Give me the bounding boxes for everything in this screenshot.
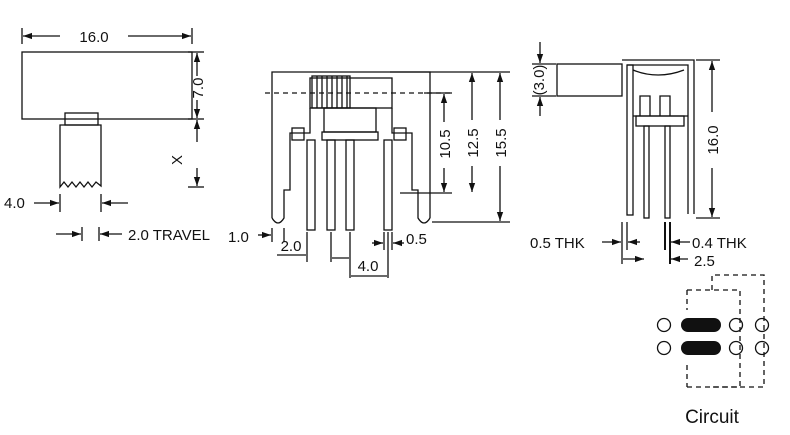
circuit-terminal-2c: [754, 340, 770, 356]
side-pin-2: [664, 125, 671, 219]
side-left-leg: [626, 64, 634, 216]
side-base: [635, 115, 685, 127]
circuit-terminal-1c: [754, 317, 770, 333]
dim-16s-label: 16.0: [705, 125, 722, 154]
dim-2-label: 2.0: [281, 238, 302, 255]
side-knob: [556, 63, 623, 97]
dim-2-5-label: 2.5: [694, 253, 715, 270]
circuit-terminal-2b: [728, 340, 744, 356]
front-knob: [311, 75, 351, 109]
dim-15-5-label: 15.5: [493, 128, 510, 157]
dim-16-label: 16.0: [79, 29, 108, 46]
side-contact-1: [639, 95, 651, 116]
side-view: (3.0) 16.0 0.5 THK 0.4 THK 2.5: [530, 42, 747, 270]
dim-10-5-label: 10.5: [437, 129, 454, 158]
circuit-dash-inner: [687, 289, 741, 388]
circuit-label: Circuit: [685, 407, 740, 428]
dim-4f-label: 4.0: [358, 258, 379, 275]
circuit-diagram: Circuit: [656, 274, 770, 428]
side-pin-1: [643, 125, 650, 219]
side-frame-outer: [622, 59, 695, 214]
tab-right: [393, 127, 407, 141]
side-spring: [632, 69, 685, 76]
pin-1: [306, 139, 316, 231]
dim-1-label: 1.0: [228, 229, 249, 246]
circuit-contact-bar-1: [681, 318, 721, 332]
top-view: 16.0 7.0 X 4.0 2.0 TRAVEL: [4, 28, 210, 244]
dim-12-5-label: 12.5: [465, 128, 482, 157]
front-view: 10.5 12.5 15.5 1.0 2.0 4.0 0.5: [228, 71, 510, 278]
side-contact-2: [659, 95, 671, 116]
center-base: [321, 131, 379, 141]
dim-0-5-label: 0.5: [406, 231, 427, 248]
front-frame-outer: [271, 71, 431, 218]
front-frame-right-inner: [391, 108, 431, 224]
dim-x-label: X: [169, 155, 186, 165]
circuit-terminal-1a: [656, 317, 672, 333]
actuator-knob: [59, 124, 102, 189]
center-stack: [323, 107, 377, 133]
dim-4-label: 4.0: [4, 195, 25, 212]
thk-0-5-label: 0.5 THK: [530, 235, 585, 252]
circuit-dash-outer: [711, 274, 765, 388]
circuit-terminal-2a: [656, 340, 672, 356]
circuit-terminal-1b: [728, 317, 744, 333]
pin-3: [345, 139, 355, 231]
pin-4: [383, 139, 393, 231]
side-frame-inner: [627, 64, 689, 214]
front-knob-hatch: [316, 76, 348, 108]
travel-label: 2.0 TRAVEL: [128, 227, 210, 244]
dim-7-label: 7.0: [190, 78, 207, 99]
thk-0-4-label: 0.4 THK: [692, 235, 747, 252]
pin-2: [326, 139, 336, 231]
circuit-contact-bar-2: [681, 341, 721, 355]
tab-left: [291, 127, 305, 141]
top-view-body: [21, 51, 193, 120]
dim-3-label: (3.0): [531, 65, 548, 96]
front-frame-left-inner: [271, 108, 311, 224]
